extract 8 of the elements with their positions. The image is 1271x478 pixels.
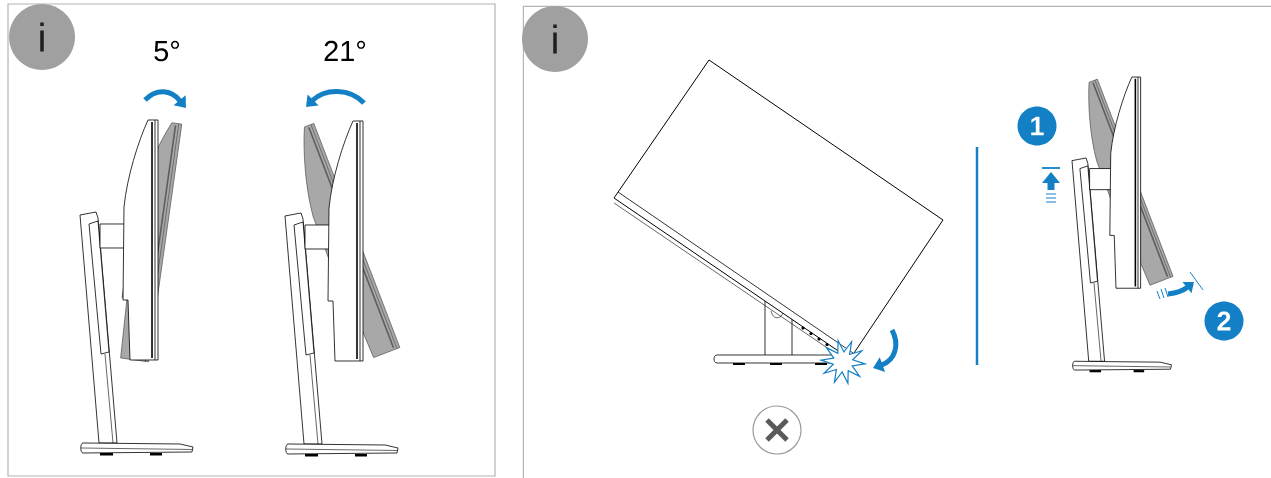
info-badge: i xyxy=(9,4,75,70)
angle-label: 5° xyxy=(154,40,180,62)
info-badge: i xyxy=(522,6,588,72)
step-number: 2 xyxy=(1204,301,1244,341)
panel-frame xyxy=(522,5,1271,478)
step-number: 1 xyxy=(1017,106,1057,146)
angle-label: 21° xyxy=(324,40,366,61)
panel-frame xyxy=(7,3,496,477)
